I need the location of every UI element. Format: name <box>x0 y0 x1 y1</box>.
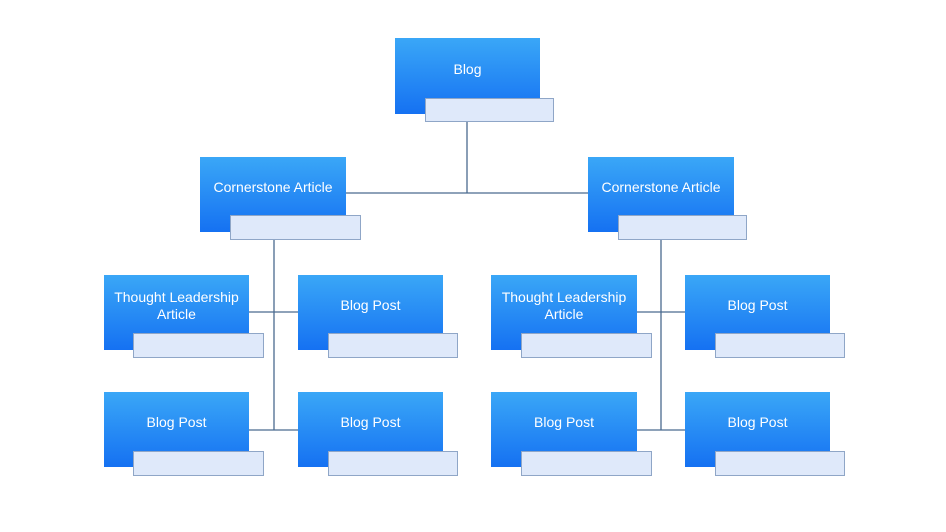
node-tab <box>521 333 652 358</box>
node-label: Blog Post <box>340 297 401 313</box>
node-label: Cornerstone Article <box>601 179 721 195</box>
node-label: Thought Leadership Article <box>114 288 239 322</box>
node-tab <box>133 333 264 358</box>
node-label: Blog Post <box>727 414 788 430</box>
node-label: Thought Leadership Article <box>501 288 627 322</box>
node-tab <box>715 451 845 476</box>
node-label: Cornerstone Article <box>213 179 333 195</box>
node-label: Blog Post <box>146 414 207 430</box>
node-tab <box>715 333 845 358</box>
node-label: Blog Post <box>340 414 401 430</box>
node-label: Blog Post <box>727 297 788 313</box>
node-label: Blog <box>453 60 482 77</box>
node-label: Blog Post <box>534 414 594 430</box>
node-tab <box>618 215 747 240</box>
node-tab <box>328 333 458 358</box>
node-tab <box>230 215 361 240</box>
node-tab <box>328 451 458 476</box>
node-tab <box>521 451 652 476</box>
node-tab <box>133 451 264 476</box>
node-tab <box>425 98 554 122</box>
